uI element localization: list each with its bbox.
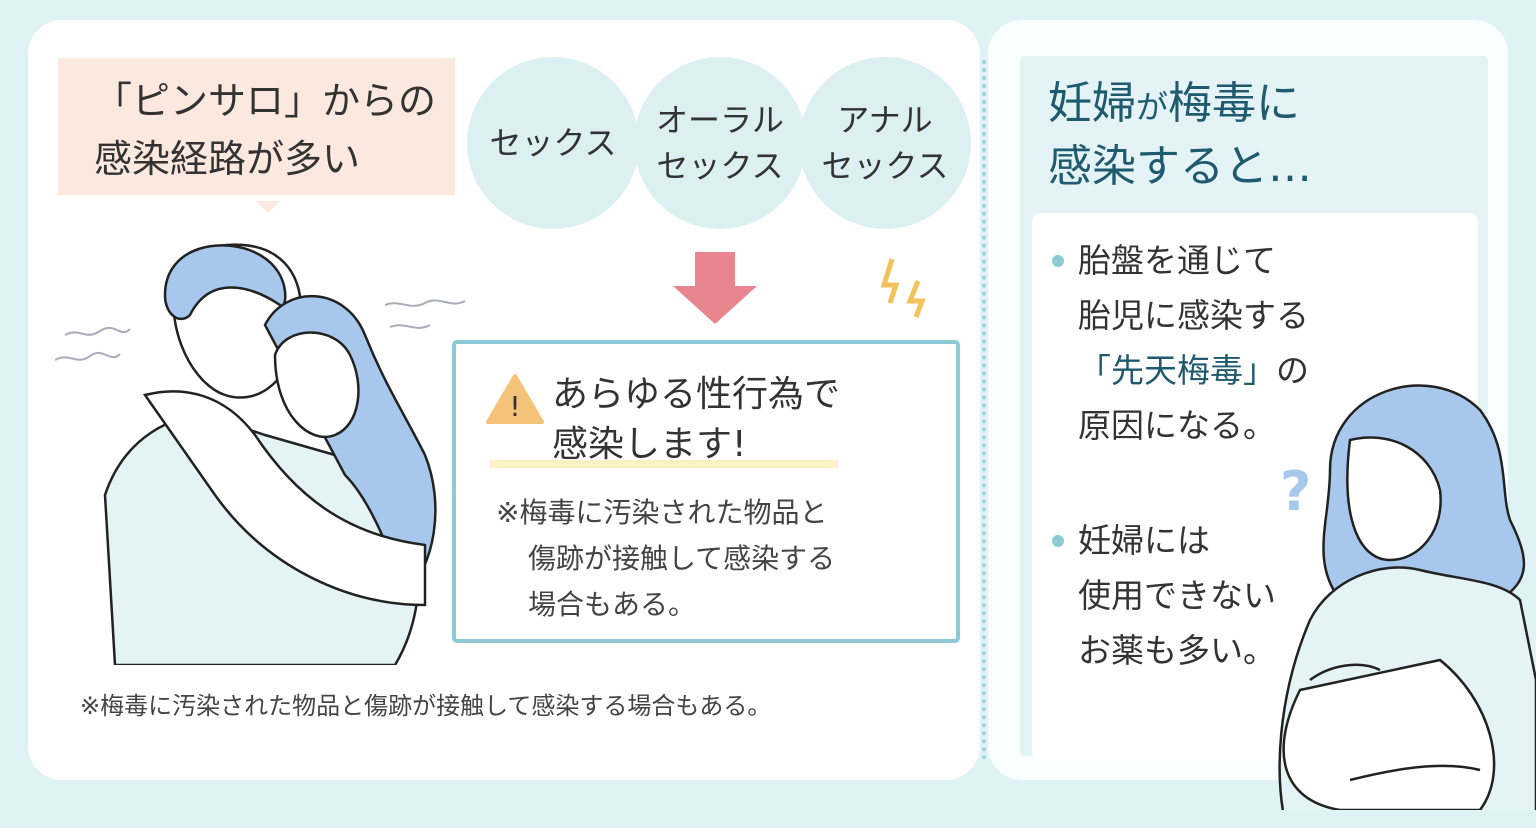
couple-illustration <box>55 243 466 665</box>
highlight-underline <box>490 460 838 468</box>
bullet-line: 妊婦には <box>1078 521 1210 560</box>
footnote: ※梅毒に汚染された物品と傷跡が接触して感染する場合もある。 <box>80 692 772 720</box>
lightning-icon <box>880 258 926 318</box>
warning-body-line: 傷跡が接触して感染する <box>528 542 836 575</box>
down-arrow-icon <box>673 252 757 324</box>
bullet-line: 原因になる。 <box>1078 406 1276 445</box>
warning-title-line-2: 感染します! <box>552 424 747 465</box>
warning-box: ! あらゆる性行為で 感染します! ※梅毒に汚染された物品と 傷跡が接触して感染… <box>452 340 960 643</box>
title-part: が <box>1136 88 1169 126</box>
bubble-line-2: 感染経路が多い <box>94 137 361 181</box>
svg-text:!: ! <box>509 390 520 423</box>
bullet-line: お薬も多い。 <box>1078 631 1276 670</box>
bullet-2: 妊婦には 使用できない お薬も多い。 <box>1052 513 1276 678</box>
title-part: 妊婦 <box>1048 78 1136 129</box>
warning-body-line: ※梅毒に汚染された物品と <box>496 496 828 529</box>
pregnant-woman-illustration: ? <box>1278 384 1536 810</box>
bullet-line: の <box>1276 351 1309 390</box>
bullet-line: 胎盤を通じて <box>1078 241 1276 280</box>
circle-oral: オーラル セックス <box>634 57 806 229</box>
right-title: 妊婦が梅毒に 感染すると… <box>1048 74 1312 197</box>
warning-body-line: 場合もある。 <box>528 588 697 621</box>
bullet-line: 使用できない <box>1078 576 1276 615</box>
warning-title: あらゆる性行為で 感染します! <box>552 370 840 470</box>
bullet-line: 胎児に感染する <box>1078 296 1309 335</box>
warning-icon: ! <box>486 374 544 424</box>
dotted-divider <box>982 60 986 760</box>
title-line-2: 感染すると… <box>1048 141 1312 192</box>
speech-bubble: 「ピンサロ」からの 感染経路が多い <box>58 58 455 213</box>
warning-title-line-1: あらゆる性行為で <box>552 374 841 415</box>
title-part: 梅毒に <box>1168 78 1301 129</box>
bubble-line-1: 「ピンサロ」からの <box>94 79 437 123</box>
warning-body: ※梅毒に汚染された物品と 傷跡が接触して感染する 場合もある。 <box>496 490 835 628</box>
congenital-syphilis-term: 「先天梅毒」 <box>1078 351 1276 390</box>
circle-sex: セックス <box>467 57 639 229</box>
bullet-dot-icon <box>1052 535 1064 547</box>
circle-anal: アナル セックス <box>799 57 971 229</box>
bullet-1: 胎盤を通じて 胎児に感染する 「先天梅毒」の 原因になる。 <box>1052 233 1309 453</box>
question-mark-icon: ? <box>1280 460 1311 523</box>
bullet-dot-icon <box>1052 255 1064 267</box>
